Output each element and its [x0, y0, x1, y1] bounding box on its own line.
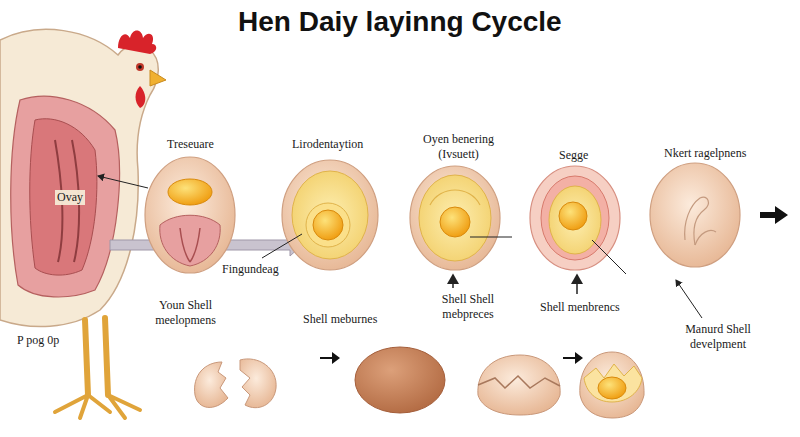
leader-line	[592, 240, 626, 274]
egg-shell	[410, 166, 500, 270]
shell	[580, 352, 644, 418]
leader-line	[452, 275, 454, 288]
oviduct	[30, 119, 97, 275]
hen-comb	[118, 31, 156, 55]
hen-pupil	[138, 65, 142, 69]
egg-stage	[410, 166, 500, 270]
stage-label: Fingundeag	[222, 262, 279, 277]
stage-label: Shell Shell mebpreces	[418, 292, 518, 322]
shell-half	[195, 362, 228, 407]
stage-label: Lirodentaytion	[292, 137, 363, 152]
stage-label: Shell menbrencs	[540, 300, 620, 315]
hen-beak	[150, 70, 166, 86]
embryo-sketch	[695, 231, 716, 245]
hen-wattle	[136, 86, 146, 108]
leader-line	[262, 234, 302, 258]
stage-label: P pog 0p	[17, 333, 59, 348]
cracked-shell	[478, 355, 560, 415]
egg-stage	[282, 160, 378, 270]
yolk	[168, 179, 212, 205]
tract-detail	[160, 215, 220, 266]
albumen-layer	[430, 190, 480, 205]
yolk	[598, 377, 626, 399]
albumen	[419, 175, 491, 261]
stage-label: Treseuare	[167, 137, 214, 152]
stage-label: Ovay	[55, 190, 85, 205]
cracked-egg	[580, 352, 644, 418]
hen-body	[0, 29, 158, 326]
reproductive-tract	[11, 96, 120, 297]
yolk	[440, 207, 470, 237]
diagram-title: Hen Daiy layinng Cyccle	[238, 6, 562, 38]
albumen	[549, 186, 601, 254]
egg-shell	[282, 160, 378, 270]
stage-label: Segge	[559, 148, 588, 163]
flow-arrow	[760, 206, 788, 224]
broken-shell	[195, 359, 277, 408]
egg-stage	[650, 163, 740, 267]
stage-label: Oyen benering (Ivsuett)	[406, 132, 511, 162]
stage-label: Shell meburnes	[303, 312, 377, 327]
brown-egg	[355, 347, 445, 413]
stage-label: Youn Shell meelopmens	[133, 298, 238, 328]
albumen-layer	[306, 203, 350, 247]
tract-detail	[180, 228, 200, 262]
stage-label: Manurd Shell develpment	[668, 322, 768, 352]
hen-eye	[136, 63, 144, 71]
egg-shell	[145, 157, 235, 273]
egg-stage	[145, 157, 235, 273]
hen-figure	[0, 29, 166, 418]
albumen	[292, 171, 368, 259]
stage-label: Nkert ragelpnens	[664, 146, 746, 161]
leader-line	[676, 280, 702, 318]
crack-line	[478, 376, 560, 388]
egg-shell	[650, 163, 740, 267]
flow-arrow	[563, 352, 583, 364]
embryo-sketch	[685, 197, 709, 245]
albumen	[584, 364, 642, 402]
shell-half	[240, 359, 276, 408]
yolk	[559, 202, 587, 230]
shell	[478, 355, 560, 415]
leader-line	[98, 176, 148, 188]
flow-arrow	[320, 352, 340, 364]
yolk	[313, 210, 343, 240]
leader-line	[470, 237, 512, 238]
leader-line	[576, 275, 578, 294]
hen-feet	[55, 395, 140, 418]
hen-legs	[85, 318, 108, 395]
